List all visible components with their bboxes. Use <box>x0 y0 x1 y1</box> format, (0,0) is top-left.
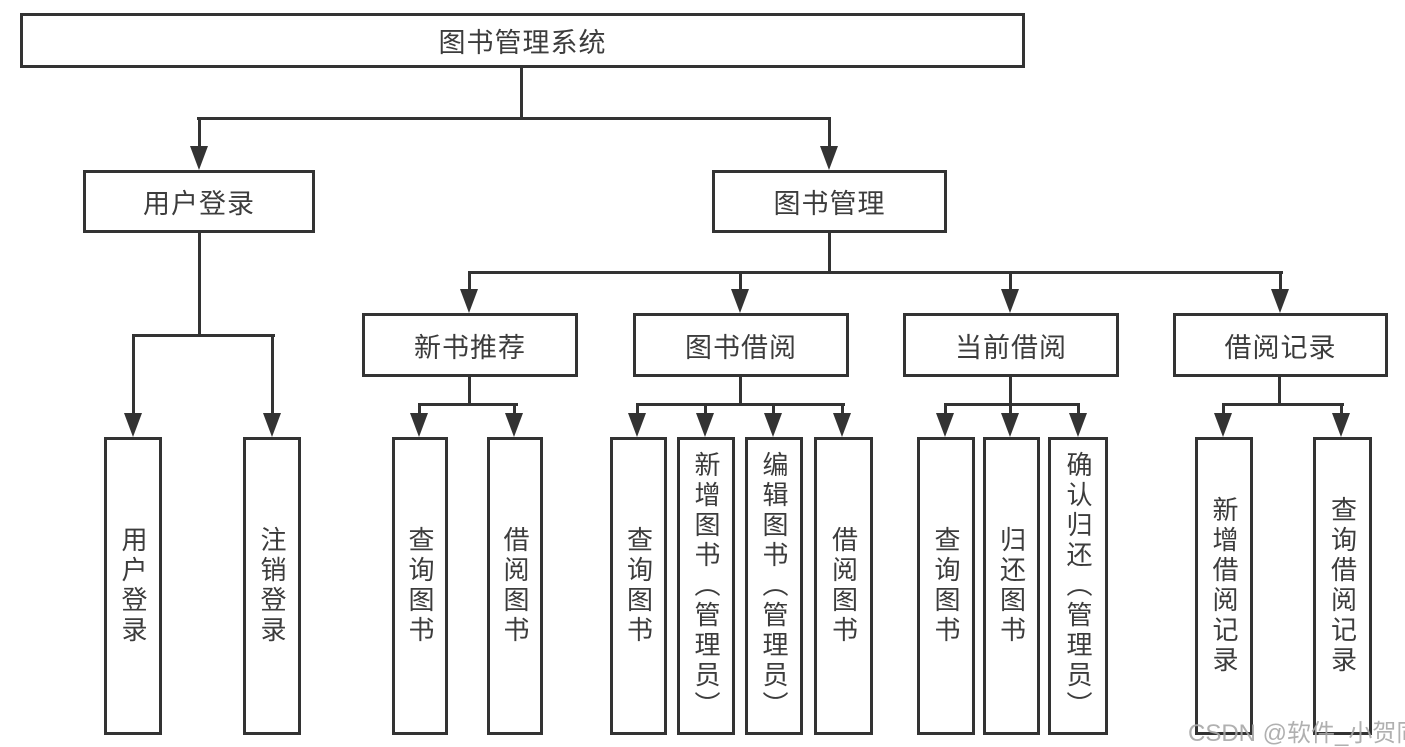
connector-line <box>513 403 516 416</box>
node-leaf-query-books-3: 查询图书 <box>917 437 975 735</box>
connector-arrow <box>820 146 838 170</box>
connector-line <box>636 403 639 416</box>
node-leaf-user-login-label: 用户登录 <box>118 526 148 646</box>
connector-line <box>944 403 1080 406</box>
node-borrow-record: 借阅记录 <box>1173 313 1388 377</box>
node-leaf-query-books-2-label: 查询图书 <box>623 526 654 646</box>
node-leaf-borrow-books-2: 借阅图书 <box>814 437 873 735</box>
connector-line <box>1340 403 1343 416</box>
connector-line <box>828 233 831 274</box>
node-leaf-logout: 注销登录 <box>243 437 301 735</box>
node-leaf-borrow-books-1: 借阅图书 <box>487 437 543 735</box>
node-borrow-record-label: 借阅记录 <box>1224 332 1337 363</box>
connector-arrow <box>190 146 208 170</box>
connector-arrow <box>731 289 749 313</box>
connector-arrow <box>124 413 142 437</box>
node-leaf-query-borrow-record: 查询借阅记录 <box>1313 437 1372 735</box>
node-new-book-recommend-label: 新书推荐 <box>414 332 526 363</box>
connector-arrow <box>833 413 851 437</box>
connector-line <box>520 68 523 118</box>
connector-arrow <box>1214 413 1232 437</box>
connector-line <box>944 403 947 416</box>
connector-line <box>828 117 831 148</box>
connector-line <box>468 271 471 291</box>
connector-line <box>1009 403 1012 416</box>
connector-arrow <box>696 413 714 437</box>
connector-arrow <box>1271 289 1289 313</box>
connector-line <box>772 403 775 416</box>
connector-line <box>841 403 844 416</box>
connector-line <box>1278 377 1281 406</box>
connector-line <box>1222 403 1344 406</box>
node-book-borrow-label: 图书借阅 <box>685 332 797 363</box>
node-leaf-query-books-1: 查询图书 <box>392 437 448 735</box>
node-leaf-edit-book-admin-label: 编辑图书（管理员） <box>759 451 789 721</box>
node-leaf-query-books-1-label: 查询图书 <box>405 526 435 646</box>
node-user-login: 用户登录 <box>83 170 315 233</box>
node-leaf-query-books-2: 查询图书 <box>610 437 667 735</box>
connector-arrow <box>936 413 954 437</box>
node-leaf-logout-label: 注销登录 <box>257 526 287 646</box>
node-book-borrow: 图书借阅 <box>633 313 849 377</box>
connector-arrow <box>410 413 428 437</box>
node-root-label: 图书管理系统 <box>438 28 607 58</box>
connector-line <box>197 117 831 120</box>
connector-line <box>132 334 275 337</box>
connector-line <box>468 377 471 406</box>
connector-line <box>1009 271 1012 291</box>
connector-line <box>1077 403 1080 416</box>
connector-arrow <box>505 413 523 437</box>
connector-line <box>198 233 201 337</box>
node-current-borrow: 当前借阅 <box>903 313 1119 377</box>
node-root: 图书管理系统 <box>20 13 1025 68</box>
connector-arrow <box>460 289 478 313</box>
node-leaf-add-borrow-record: 新增借阅记录 <box>1195 437 1253 735</box>
connector-line <box>418 403 518 406</box>
connector-line <box>739 377 742 406</box>
connector-line <box>739 271 742 291</box>
connector-arrow <box>628 413 646 437</box>
connector-line <box>271 334 274 415</box>
connector-line <box>1009 377 1012 406</box>
watermark-text: CSDN @软件_小贺同学 <box>1188 720 1405 747</box>
node-leaf-borrow-books-2-label: 借阅图书 <box>828 526 859 646</box>
node-leaf-query-books-3-label: 查询图书 <box>931 526 961 646</box>
node-leaf-return-book: 归还图书 <box>983 437 1040 735</box>
connector-arrow <box>1069 413 1087 437</box>
connector-line <box>1279 271 1282 291</box>
node-leaf-query-borrow-record-label: 查询借阅记录 <box>1327 496 1358 676</box>
node-leaf-confirm-return-admin-label: 确认归还（管理员） <box>1063 451 1093 721</box>
node-leaf-confirm-return-admin: 确认归还（管理员） <box>1048 437 1108 735</box>
node-leaf-borrow-books-1-label: 借阅图书 <box>500 526 530 646</box>
connector-line <box>704 403 707 416</box>
node-user-login-label: 用户登录 <box>143 189 255 219</box>
connector-arrow <box>764 413 782 437</box>
connector-arrow <box>1001 289 1019 313</box>
connector-arrow <box>1001 413 1019 437</box>
connector-line <box>418 403 421 416</box>
connector-arrow <box>1332 413 1350 437</box>
connector-line <box>198 117 201 148</box>
node-current-borrow-label: 当前借阅 <box>955 332 1067 363</box>
node-book-management: 图书管理 <box>712 170 947 233</box>
connector-arrow <box>263 413 281 437</box>
connector-line <box>468 271 1283 274</box>
node-leaf-return-book-label: 归还图书 <box>996 526 1027 646</box>
node-leaf-add-borrow-record-label: 新增借阅记录 <box>1209 496 1239 676</box>
node-leaf-user-login: 用户登录 <box>104 437 162 735</box>
node-leaf-edit-book-admin: 编辑图书（管理员） <box>745 437 803 735</box>
node-book-management-label: 图书管理 <box>773 189 886 219</box>
node-leaf-add-book-admin: 新增图书（管理员） <box>677 437 735 735</box>
connector-line <box>132 334 135 415</box>
connector-line <box>636 403 845 406</box>
connector-line <box>1222 403 1225 416</box>
node-leaf-add-book-admin-label: 新增图书（管理员） <box>691 451 721 721</box>
node-new-book-recommend: 新书推荐 <box>362 313 578 377</box>
